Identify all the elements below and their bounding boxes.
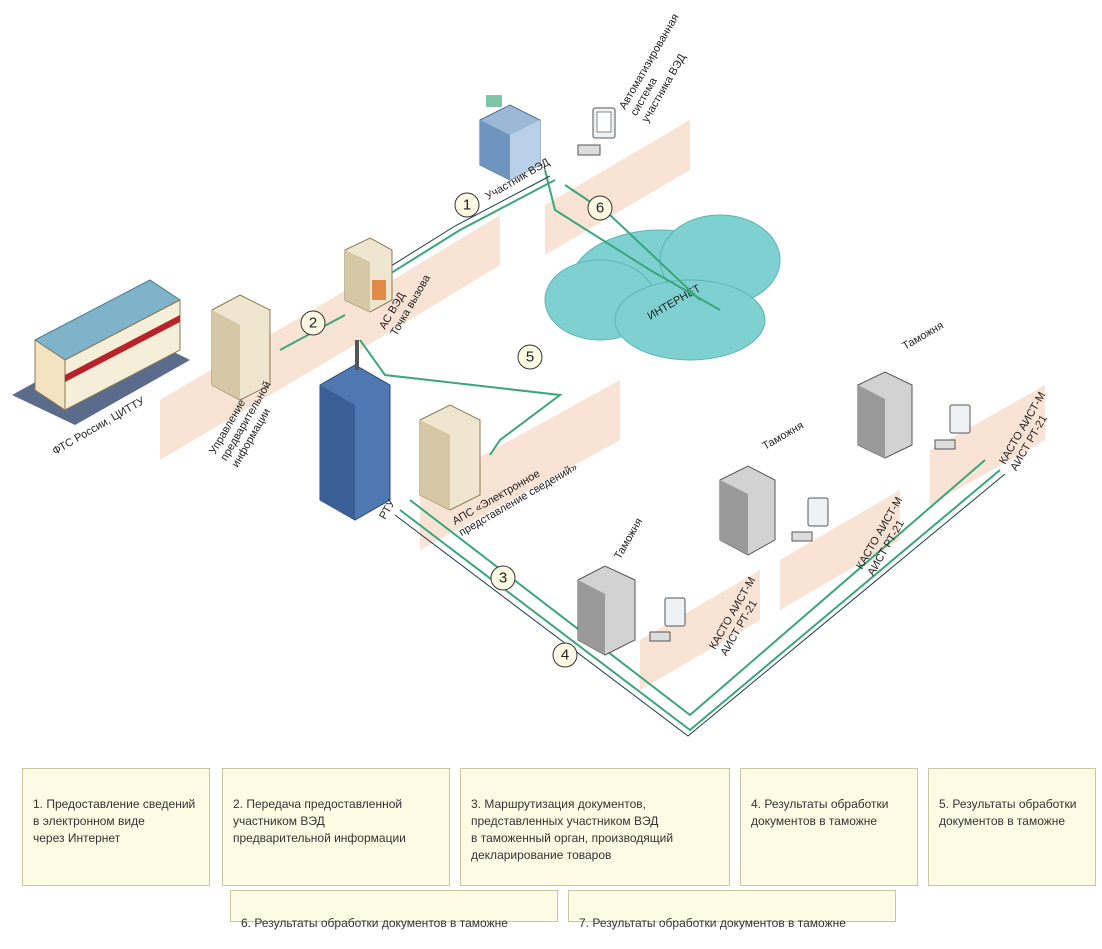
svg-text:6: 6 — [596, 200, 604, 217]
connection-lines-outline — [374, 175, 1006, 737]
customs-building-icon-1 — [577, 565, 636, 656]
legend-item-5: 5. Результаты обработки документов в там… — [928, 768, 1096, 886]
participant-system-label: Автоматизированнаясистемаучастника ВЭД — [617, 12, 704, 125]
step-marker-4: 4 — [552, 642, 578, 668]
participant-computer-icon — [577, 107, 616, 156]
customs-label-3: Таможня — [901, 320, 946, 353]
legend-item-6: 6. Результаты обработки документов в там… — [230, 890, 558, 930]
rtu-tower-icon — [319, 340, 391, 521]
customs-computer-icon-3 — [934, 404, 971, 450]
step-marker-3: 3 — [490, 565, 516, 591]
step-marker-6: 6 — [587, 195, 613, 221]
legend-item-4: 4. Результаты обработки документов в там… — [740, 768, 918, 886]
step-marker-5: 5 — [517, 344, 543, 370]
svg-text:1: 1 — [463, 197, 471, 214]
customs-building-icon-2 — [719, 465, 776, 556]
legend-item-3: 3. Маршрутизация документов, представлен… — [460, 768, 730, 886]
step-marker-1: 1 — [454, 192, 480, 218]
as-ved-server-icon — [344, 237, 393, 313]
customs-label-1: Таможня — [612, 516, 645, 561]
customs-computer-icon-2 — [791, 497, 829, 542]
svg-text:4: 4 — [561, 647, 569, 664]
participant-building-icon — [479, 95, 541, 181]
internet-cloud — [544, 214, 781, 361]
legend-item-7: 7. Результаты обработки документов в там… — [568, 890, 896, 930]
customs-label-2: Таможня — [761, 420, 806, 453]
step-marker-2: 2 — [300, 310, 326, 336]
fts-building-icon — [12, 279, 190, 425]
customs-building-icon-3 — [857, 371, 913, 459]
flow-diagram: ИНТЕРНЕТ Автоматизированнаясистемаучастн… — [12, 12, 1050, 737]
svg-text:5: 5 — [526, 349, 534, 366]
svg-text:3: 3 — [499, 570, 507, 587]
svg-text:2: 2 — [309, 315, 317, 332]
electronic-info-server-icon — [419, 404, 481, 511]
customs-computer-icon-1 — [649, 597, 686, 642]
preliminary-info-server-icon — [211, 294, 271, 401]
legend-item-2: 2. Передача предоставленной участником В… — [222, 768, 450, 886]
legend-item-1: 1. Предоставление сведений в электронном… — [22, 768, 210, 886]
